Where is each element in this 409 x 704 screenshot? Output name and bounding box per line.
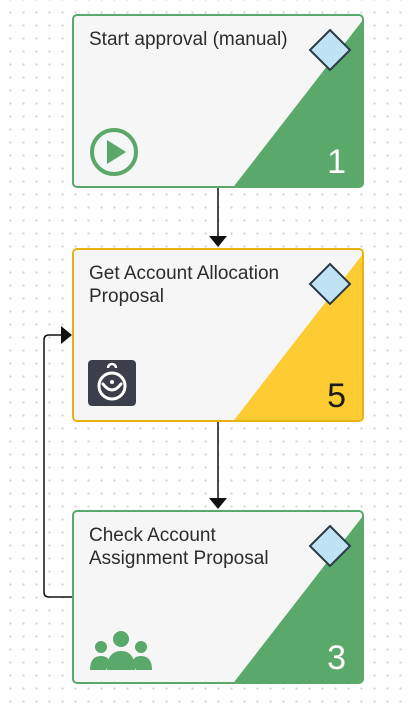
user-group-icon [88,630,154,677]
edge-loop-arrowhead [61,326,72,344]
edge-2-arrowhead [209,498,227,509]
diamond-icon[interactable] [308,262,352,306]
status-band [234,21,362,186]
status-band [234,517,362,682]
diamond-icon[interactable] [308,28,352,72]
workflow-step-check-account-assignment[interactable]: Check Account Assignment Proposal 3 [72,510,364,684]
workflow-step-start-approval[interactable]: Start approval (manual) 1 [72,14,364,188]
workflow-step-get-account-allocation[interactable]: Get Account Allocation Proposal 5 [72,248,364,422]
edge-3-loop-back [43,334,72,598]
step-title: Start approval (manual) [89,29,288,50]
step-count: 3 [327,639,346,677]
diamond-icon[interactable] [308,524,352,568]
step-title: Check Account Assignment Proposal [89,525,269,569]
step-count: 5 [327,377,346,415]
step-count: 1 [327,143,346,181]
step-title: Get Account Allocation Proposal [89,263,280,307]
bot-face-icon [88,360,136,411]
status-band [234,255,362,420]
edge-1-arrowhead [209,236,227,247]
play-circle-icon [88,128,140,181]
